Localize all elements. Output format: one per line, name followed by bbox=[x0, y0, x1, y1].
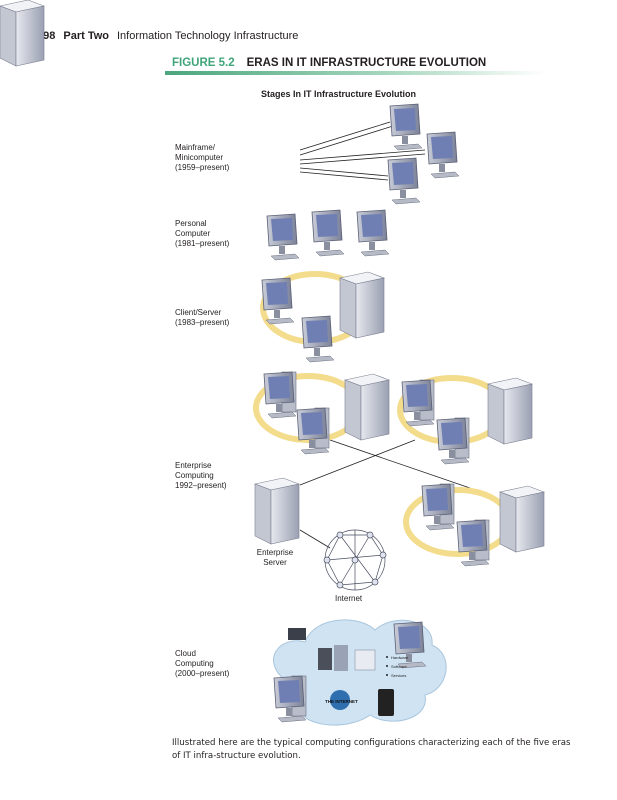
the-internet-label: THE INTERNET bbox=[325, 699, 358, 704]
terminal-icon bbox=[426, 131, 460, 179]
mainframe-icon bbox=[0, 0, 45, 67]
enterprise-server-label: Enterprise Server bbox=[256, 548, 294, 567]
figure-title: FIGURE 5.2 ERAS IN IT INFRASTRUCTURE EVOL… bbox=[172, 57, 486, 69]
figure-title-bar bbox=[165, 71, 545, 75]
terminal-icon bbox=[387, 157, 421, 205]
pc-era-illustration bbox=[266, 209, 390, 261]
cloud-item: Software bbox=[391, 664, 408, 669]
laptop-icon bbox=[288, 628, 306, 640]
era-label-cloud: Cloud Computing (2000–present) bbox=[175, 649, 230, 678]
server-icon bbox=[344, 373, 390, 441]
pc-icon bbox=[402, 380, 434, 426]
section-title: Information Technology Infrastructure bbox=[117, 30, 299, 42]
era-label-pc: Personal Computer (1981–present) bbox=[175, 219, 230, 248]
smartphone-icon bbox=[378, 689, 394, 716]
part-label: Part Two bbox=[63, 30, 109, 42]
cloud-illustration: THE INTERNET Hardware Software Services bbox=[273, 619, 447, 726]
figure-caption: Illustrated here are the typical computi… bbox=[172, 738, 571, 761]
pc-icon bbox=[266, 213, 300, 261]
figure-subtitle: Stages In IT Infrastructure Evolution bbox=[260, 89, 417, 99]
cloud-item: Services bbox=[391, 673, 406, 678]
server-icon bbox=[339, 271, 385, 339]
server-icon bbox=[354, 649, 376, 671]
pc-icon bbox=[422, 484, 454, 530]
terminal-icon bbox=[389, 103, 423, 151]
client-server-illustration bbox=[260, 271, 385, 363]
figure-heading: ERAS IN IT INFRASTRUCTURE EVOLUTION bbox=[246, 57, 487, 69]
globe-icon bbox=[330, 690, 350, 710]
pc-icon bbox=[297, 408, 329, 454]
pc-icon bbox=[356, 209, 390, 257]
pc-icon bbox=[311, 209, 345, 257]
cloud-item: Hardware bbox=[391, 655, 409, 660]
server-rack-icon bbox=[318, 648, 332, 670]
internet-globe-icon bbox=[323, 529, 387, 591]
pc-icon bbox=[457, 520, 489, 566]
figure-number: FIGURE 5.2 bbox=[172, 57, 235, 69]
internet-label: Internet bbox=[335, 594, 363, 603]
era-label-mainframe: Mainframe/ Minicomputer (1959–present) bbox=[175, 143, 230, 172]
era-label-enterprise: Enterprise Computing 1992–present) bbox=[175, 461, 227, 490]
era-label-client-server: Client/Server (1983–present) bbox=[175, 308, 230, 327]
pc-icon bbox=[264, 372, 296, 418]
enterprise-illustration bbox=[253, 372, 545, 591]
server-icon bbox=[499, 485, 545, 553]
enterprise-server-icon bbox=[254, 477, 300, 545]
server-icon bbox=[487, 377, 533, 445]
server-icon bbox=[334, 645, 348, 671]
pc-icon bbox=[437, 418, 469, 464]
pc-icon bbox=[274, 676, 306, 722]
client-icon bbox=[301, 315, 335, 363]
mainframe-era-illustration bbox=[0, 0, 460, 205]
